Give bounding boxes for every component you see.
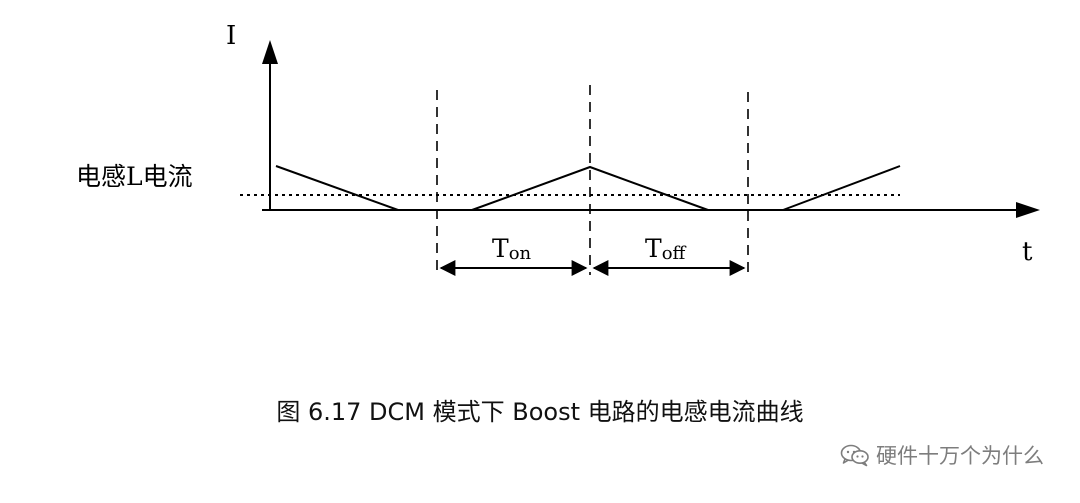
y-axis-label: I — [226, 21, 236, 51]
signal-label: 电感L电流 — [76, 162, 193, 191]
toff-label: Toff — [645, 234, 687, 264]
inductor-current-waveform — [275, 165, 399, 211]
watermark: 硬件十万个为什么 — [840, 440, 1044, 470]
x-axis-arrowhead — [1016, 202, 1040, 218]
inductor-current-waveform-3 — [782, 165, 901, 211]
x-axis-label: t — [1022, 237, 1033, 267]
ton-label: Ton — [492, 234, 532, 264]
watermark-text: 硬件十万个为什么 — [876, 444, 1044, 468]
wechat-icon — [840, 444, 869, 467]
figure-caption: 图 6.17 DCM 模式下 Boost 电路的电感电流曲线 — [276, 398, 804, 426]
y-axis-arrowhead — [262, 40, 278, 64]
inductor-current-waveform-2 — [471, 165, 709, 211]
